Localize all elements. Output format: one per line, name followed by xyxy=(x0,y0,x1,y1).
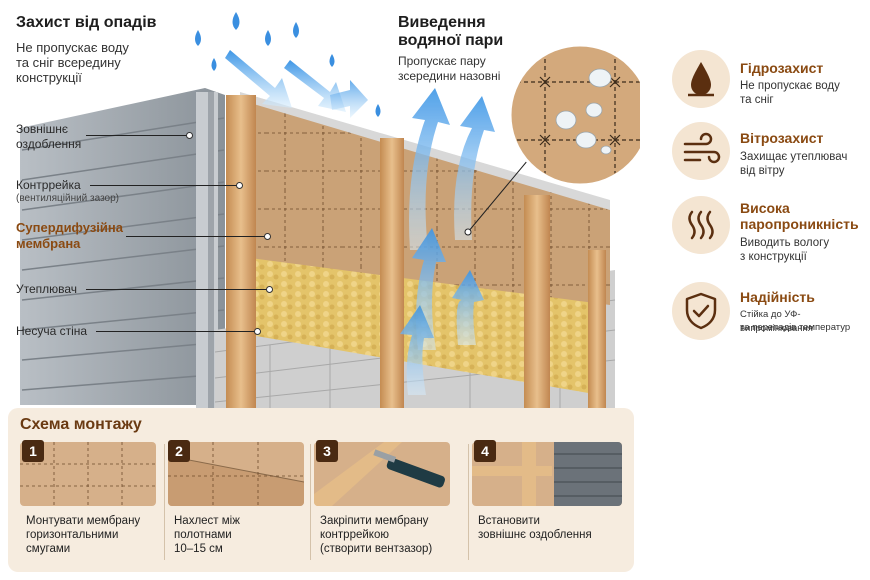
step-4-text-line1: Встановити xyxy=(478,515,540,527)
wall-cross-section-illustration xyxy=(20,12,640,410)
feature-waterproof-desc1: Не пропускає воду xyxy=(740,80,840,92)
vapor-desc-line2: зсередини назовні xyxy=(398,69,501,83)
membrane-zoom-circle xyxy=(508,43,640,187)
step-2-text-line2: полотнами xyxy=(174,529,232,541)
feature-vapor-title-line1: Висока xyxy=(740,200,790,216)
feature-reliability-circle xyxy=(672,282,730,340)
rain-drops xyxy=(195,12,381,117)
step-1-text-line2: горизонтальними xyxy=(26,529,119,541)
feature-windproof-circle xyxy=(672,122,730,180)
steam-icon xyxy=(688,210,714,240)
feature-reliability-desc1: Стійка до УФ-випромінювання xyxy=(740,309,813,334)
step-4-badge: 4 xyxy=(474,440,496,462)
step-4-image xyxy=(472,442,622,506)
leader-finish xyxy=(86,132,193,139)
vapor-desc-line1: Пропускає пару xyxy=(398,54,486,68)
step-3-text-line1: Закріпити мембрану xyxy=(320,515,429,527)
feature-windproof-desc1: Захищає утеплювач xyxy=(740,151,848,163)
step-2-text-line3: 10–15 см xyxy=(174,543,223,555)
step-3-text-line2: контррейкою xyxy=(320,529,389,541)
feature-reliability-desc2: та перепадів температур xyxy=(740,322,851,333)
feature-vapor-circle xyxy=(672,196,730,254)
siding-layer xyxy=(20,88,225,410)
step-2-badge: 2 xyxy=(168,440,190,462)
label-membrane-line1: Супердифузійна xyxy=(16,220,123,235)
label-membrane-line2: мембрана xyxy=(16,236,81,251)
leader-membrane xyxy=(126,233,271,240)
counter-battens xyxy=(226,95,606,410)
step-4-text-line2: зовнішнє оздоблення xyxy=(478,529,592,541)
rain-protection-title: Захист від опадів xyxy=(16,14,157,31)
feature-windproof-desc2: від вітру xyxy=(740,165,785,177)
leader-insulation xyxy=(86,286,273,293)
feature-vapor-desc1: Виводить вологу xyxy=(740,237,830,249)
step-1-text-line3: смугами xyxy=(26,543,71,555)
feature-waterproof-title: Гідрозахист xyxy=(740,60,824,76)
leader-batten xyxy=(90,182,243,189)
feature-reliability-title: Надійність xyxy=(740,289,815,305)
vapor-title-line2: водяної пари xyxy=(398,32,504,49)
step-divider xyxy=(164,444,165,560)
vapor-arrows xyxy=(400,88,495,395)
label-counter-batten-note: (вентиляційний зазор) xyxy=(16,193,119,204)
feature-waterproof-circle xyxy=(672,50,730,108)
feature-windproof-title: Вітрозахист xyxy=(740,130,824,146)
step-divider xyxy=(310,444,311,560)
shield-check-icon xyxy=(685,292,717,330)
label-insulation: Утеплювач xyxy=(16,282,78,296)
label-load-bearing-wall: Несуча стіна xyxy=(16,324,88,338)
rain-desc-line1: Не пропускає воду xyxy=(16,40,129,55)
feature-vapor-title-line2: паропроникність xyxy=(740,216,859,232)
rain-desc-line3: конструкції xyxy=(16,70,82,85)
feature-waterproof-desc2: та сніг xyxy=(740,94,774,106)
step-3-text-line3: (створити вентзазор) xyxy=(320,543,433,555)
step-2-text-line1: Нахлест між xyxy=(174,515,240,527)
leader-wall xyxy=(96,328,261,335)
water-drop-icon xyxy=(688,62,714,97)
step-1-badge: 1 xyxy=(22,440,44,462)
installation-title: Схема монтажу xyxy=(20,416,142,433)
step-1-text-line1: Монтувати мембрану xyxy=(26,515,141,527)
label-exterior-finish-line2: оздоблення xyxy=(16,137,82,151)
step-2-image xyxy=(168,442,304,506)
rain-desc-line2: та сніг всередину xyxy=(16,55,121,70)
wind-icon xyxy=(683,132,721,164)
step-3-badge: 3 xyxy=(316,440,338,462)
rain-arrows xyxy=(225,50,368,118)
vapor-title-line1: Виведення xyxy=(398,14,486,31)
step-divider xyxy=(468,444,469,560)
label-counter-batten: Контррейка xyxy=(16,178,81,192)
label-exterior-finish-line1: Зовнішнє xyxy=(16,122,68,136)
feature-vapor-desc2: з конструкції xyxy=(740,251,807,263)
